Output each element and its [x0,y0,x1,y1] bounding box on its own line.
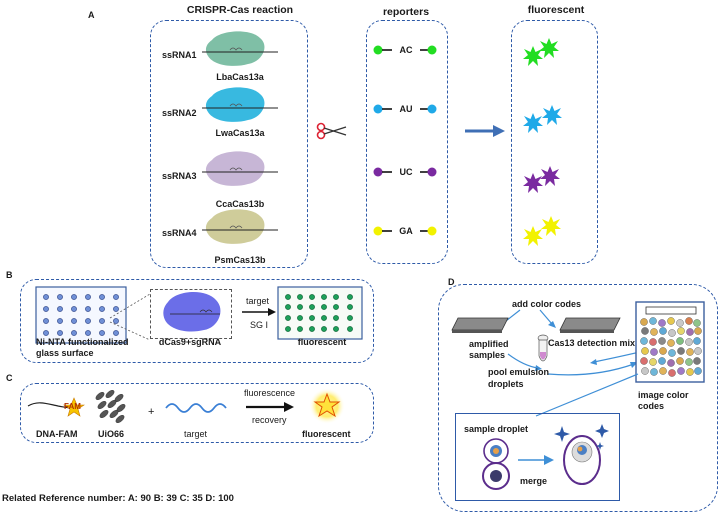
panel-d-frame [438,284,718,512]
cas-enzyme-1 [202,31,278,66]
reporter-probe [373,104,437,114]
mof-label: UiO66 [98,429,125,439]
surface-label-1: Ni-NTA functionalized [36,337,129,347]
glass-surface [35,286,127,344]
fam-star [63,397,85,417]
enzyme-label: PsmCas13b [214,255,266,265]
b-arrow-top: target [246,296,270,306]
reporter-label: GA [399,226,413,236]
merged-droplet [554,424,609,485]
dna-label: DNA-FAM [36,429,78,439]
merge-inset [455,413,620,501]
sparkle [596,442,604,450]
sparkle [595,424,609,438]
zoom-connector [535,373,639,417]
b-arrow-bottom: SG I [250,320,269,330]
reporter-label: UC [399,167,413,177]
image-codes-label-2: codes [638,401,665,411]
enzyme-label: LwaCas13a [215,128,265,138]
zoom-lines [109,293,151,341]
fluorescent-star-icon [309,388,345,424]
add-codes-label: add color codes [512,299,582,309]
target-label: target [184,429,208,439]
enzyme-label: LbaCas13a [216,72,264,82]
detection-mix-label: Cas13 detection mix [548,338,636,348]
b-result-label: fluorescent [297,337,347,347]
dcas9-enzyme [163,291,221,332]
droplet-pair [482,438,510,490]
fam-tag: FAM [64,402,81,411]
surface-label-2: glass surface [36,348,94,358]
ssrna-label: ssRNA4 [162,228,197,238]
panel-a-letter: A [88,10,95,20]
c-arrow [246,402,294,412]
reporter-label: AC [399,45,413,55]
image-grid [635,301,705,383]
heading-reporters: reporters [382,6,430,18]
ssrna-label: ssRNA2 [162,108,197,118]
c-arrow-top: fluorescence [244,388,296,398]
detection-chip [559,317,621,333]
cas-enzyme-4 [202,209,278,244]
reporter-probe [373,167,437,177]
cas-enzyme-2 [202,87,278,122]
panel-c-frame [20,383,374,443]
panel-d-letter: D [448,277,455,287]
cas-enzyme-3 [202,151,278,186]
reference-line: Related Reference number: A: 90 B: 39 C:… [2,493,234,504]
green-dots [285,294,353,332]
panel-b-letter: B [6,270,13,280]
c-result-label: fluorescent [302,429,351,439]
crispr-frame [150,20,308,268]
fluorescent-bursts [523,38,562,246]
amplified-label-2: samples [469,350,506,360]
heading-fluorescent: fluorescent [527,4,585,16]
heading-crispr: CRISPR-Cas reaction [186,4,294,16]
reaction-arrow [465,125,505,137]
ssrna-label: ssRNA1 [162,50,197,60]
panel-b-frame [20,279,374,363]
dna-fam-probe [27,397,85,417]
fluorescent-surface [277,286,363,340]
enzyme-label: CcaCas13b [215,199,265,209]
sample-droplet-label: sample droplet [464,424,529,434]
surface-dots [43,294,119,336]
c-arrow-bottom: recovery [252,415,287,425]
pool-label-1: pool emulsion [488,367,550,377]
target-strand [165,403,227,413]
reporter-label: AU [399,104,413,114]
image-codes-label-1: image color [638,390,689,400]
amplified-chip [451,317,509,333]
plus-sign: + [148,406,155,418]
reporter-probe [373,45,437,55]
complex-label: dCas9+sgRNA [158,337,222,347]
merge-arrow [518,455,554,465]
ssrna-label: ssRNA3 [162,171,197,181]
amplified-label-1: amplified [469,339,509,349]
dcas9-inset [150,289,232,339]
uio66-mof [95,390,126,423]
panel-c-letter: C [6,373,13,383]
b-arrow [242,308,276,316]
sparkle [554,426,570,442]
pool-label-2: droplets [488,379,524,389]
reporters-frame [366,20,448,264]
tube-icon [537,334,549,362]
scissors-icon [316,122,347,140]
fluorescent-frame [511,20,598,264]
reporter-probe [373,226,437,236]
merge-label: merge [520,476,548,486]
